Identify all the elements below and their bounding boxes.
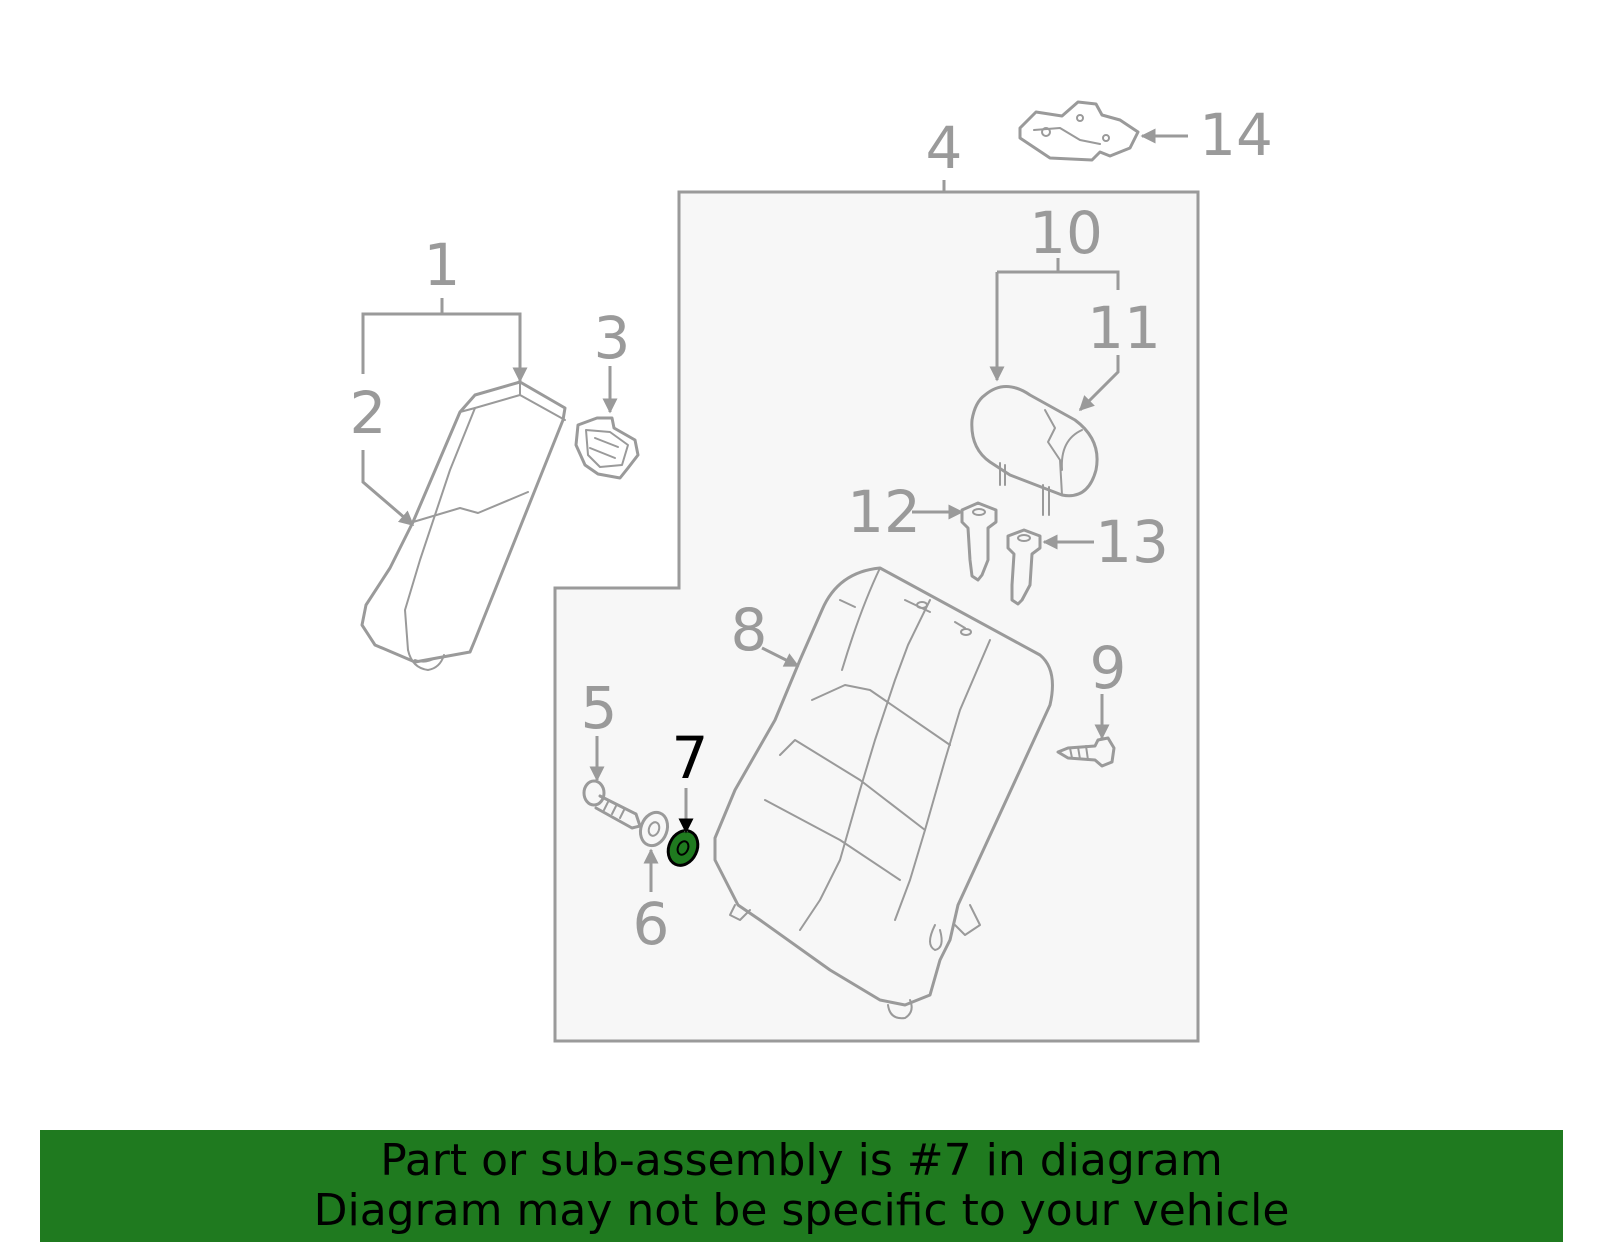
callout-9: 9 [1090,634,1127,702]
part-bracket-14 [1018,100,1140,162]
info-banner: Part or sub-assembly is #7 in diagram Di… [40,1130,1563,1242]
callout-6: 6 [633,890,670,958]
callout-14: 14 [1199,101,1273,169]
callout-7: 7 [672,724,709,792]
part-seat-back [713,566,1054,1020]
callout-4: 4 [926,114,963,182]
part-guide-13 [1006,528,1042,606]
part-headrest [970,385,1099,516]
part-guide-12 [960,501,998,582]
callout-13: 13 [1095,508,1169,576]
leader-10 [997,258,1120,380]
callout-1: 1 [424,231,461,299]
part-bracket-3 [574,416,640,480]
part-armrest [360,380,567,671]
callout-12: 12 [847,478,921,546]
banner-line-2: Diagram may not be specific to your vehi… [313,1185,1290,1236]
leader-2 [361,450,415,527]
part-screw-9 [1056,736,1116,768]
callout-8: 8 [731,596,768,664]
callout-3: 3 [594,304,631,372]
leader-11 [1078,355,1120,412]
callout-10: 10 [1029,199,1103,267]
part-washer-6 [638,810,670,848]
callout-2: 2 [350,379,387,447]
leader-1 [361,298,520,381]
banner-line-1: Part or sub-assembly is #7 in diagram [380,1135,1223,1186]
callout-5: 5 [581,674,618,742]
callout-11: 11 [1087,294,1161,362]
leader-8 [761,646,800,668]
assembly-panel [553,190,1200,1043]
